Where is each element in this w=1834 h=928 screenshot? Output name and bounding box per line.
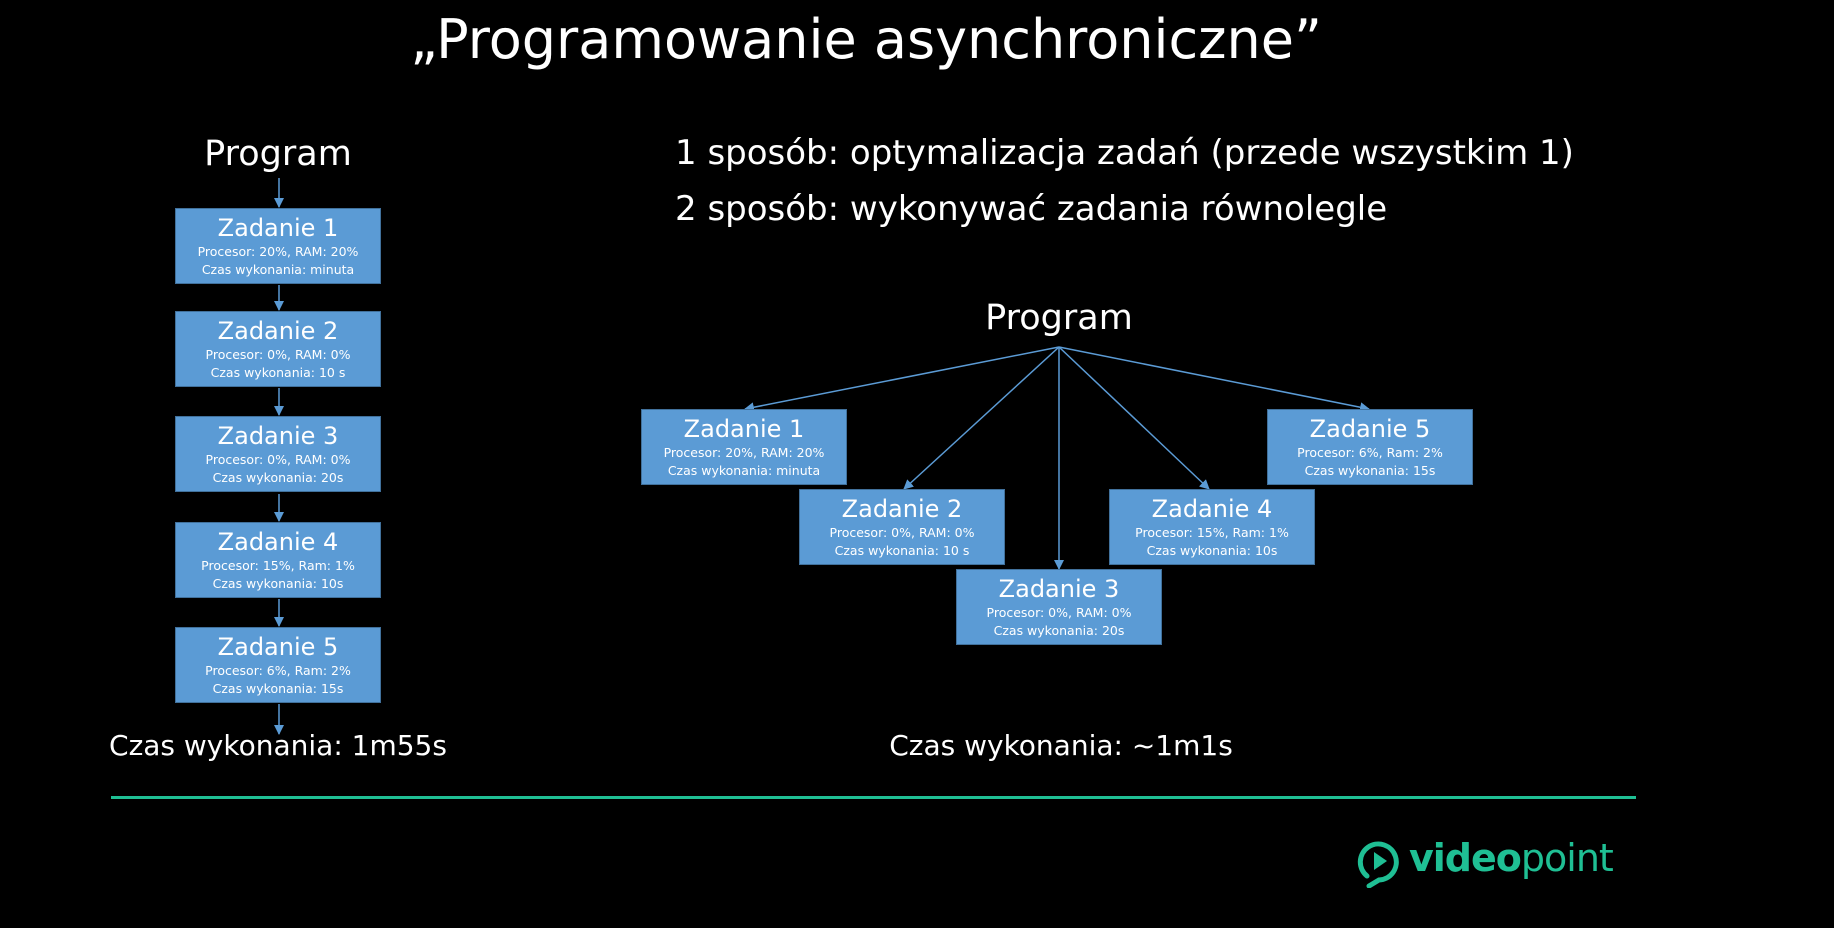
left-task-5: Zadanie 5 Procesor: 6%, Ram: 2% Czas wyk… [175,627,381,703]
task-time: Czas wykonania: minuta [201,262,355,277]
task-resources: Procesor: 0%, RAM: 0% [205,347,351,362]
arrow [744,346,1060,413]
task-name: Zadanie 4 [1151,495,1273,523]
right-task-1: Zadanie 1 Procesor: 20%, RAM: 20% Czas w… [641,409,847,485]
method-1: 1 sposób: optymalizacja zadań (przede ws… [675,133,1574,173]
method-2: 2 sposób: wykonywać zadania równolegle [675,189,1388,229]
task-time: Czas wykonania: 15s [1304,463,1436,478]
task-name: Zadanie 1 [683,415,805,443]
videopoint-logo: videopoint [1355,836,1614,888]
divider [111,796,1636,799]
task-resources: Procesor: 0%, RAM: 0% [205,452,351,467]
task-time: Czas wykonania: 20s [212,470,344,485]
task-name: Zadanie 2 [217,317,339,345]
task-name: Zadanie 3 [217,422,339,450]
left-total-time: Czas wykonania: 1m55s [109,729,447,762]
right-task-5: Zadanie 5 Procesor: 6%, Ram: 2% Czas wyk… [1267,409,1473,485]
logo-text: videopoint [1409,836,1614,880]
left-task-4: Zadanie 4 Procesor: 15%, Ram: 1% Czas wy… [175,522,381,598]
left-program-label: Program [204,134,352,174]
task-resources: Procesor: 20%, RAM: 20% [663,445,825,460]
arrow [903,346,1060,490]
left-task-1: Zadanie 1 Procesor: 20%, RAM: 20% Czas w… [175,208,381,284]
left-task-2: Zadanie 2 Procesor: 0%, RAM: 0% Czas wyk… [175,311,381,387]
task-resources: Procesor: 6%, Ram: 2% [205,663,351,678]
task-time: Czas wykonania: 15s [212,681,344,696]
logo-bold: video [1409,836,1522,880]
right-task-4: Zadanie 4 Procesor: 15%, Ram: 1% Czas wy… [1109,489,1315,565]
task-resources: Procesor: 0%, RAM: 0% [986,605,1132,620]
task-resources: Procesor: 15%, Ram: 1% [201,558,355,573]
task-time: Czas wykonania: 10s [1146,543,1278,558]
task-time: Czas wykonania: 10 s [210,365,346,380]
task-time: Czas wykonania: 10 s [834,543,970,558]
right-task-3: Zadanie 3 Procesor: 0%, RAM: 0% Czas wyk… [956,569,1162,645]
task-resources: Procesor: 6%, Ram: 2% [1297,445,1443,460]
left-task-3: Zadanie 3 Procesor: 0%, RAM: 0% Czas wyk… [175,416,381,492]
task-name: Zadanie 2 [841,495,963,523]
task-name: Zadanie 1 [217,214,339,242]
right-total-time: Czas wykonania: ~1m1s [889,729,1233,762]
play-bubble-icon [1357,841,1399,888]
task-time: Czas wykonania: 20s [993,623,1125,638]
task-name: Zadanie 5 [217,633,339,661]
logo-light: point [1520,836,1614,880]
right-task-2: Zadanie 2 Procesor: 0%, RAM: 0% Czas wyk… [799,489,1005,565]
task-name: Zadanie 3 [998,575,1120,603]
task-time: Czas wykonania: minuta [667,463,821,478]
right-program-label: Program [985,298,1133,338]
task-resources: Procesor: 20%, RAM: 20% [197,244,359,259]
arrow [1058,346,1210,490]
task-resources: Procesor: 15%, Ram: 1% [1135,525,1289,540]
slide-title: „Programowanie asynchroniczne” [410,8,1322,71]
task-name: Zadanie 4 [217,528,339,556]
task-name: Zadanie 5 [1309,415,1431,443]
arrow [1058,346,1370,413]
task-resources: Procesor: 0%, RAM: 0% [829,525,975,540]
task-time: Czas wykonania: 10s [212,576,344,591]
